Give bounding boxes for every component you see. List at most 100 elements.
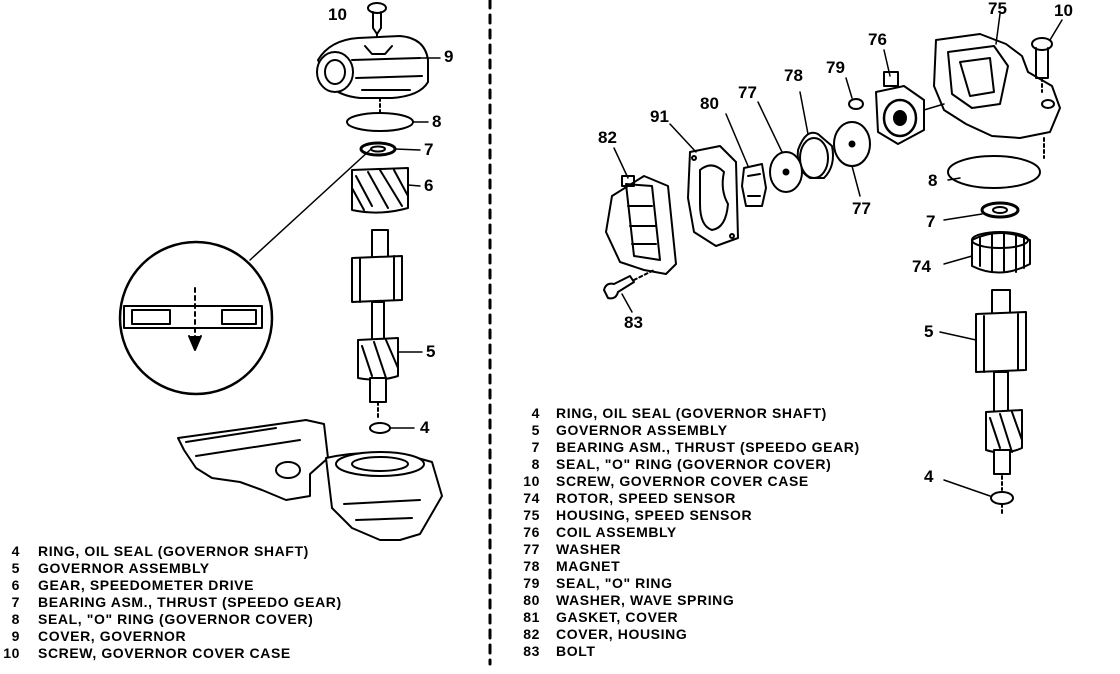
right-magnet-78 <box>796 91 834 179</box>
legend-text: MAGNET <box>556 558 621 574</box>
left-callout-9: 9 <box>444 47 454 66</box>
legend-number: 80 <box>523 592 540 608</box>
left-callout-10: 10 <box>328 5 347 24</box>
right-washer-77b <box>833 121 871 197</box>
right-housing-cover-82 <box>605 147 677 275</box>
legend-number: 10 <box>3 645 20 661</box>
right-callout-77b: 77 <box>852 199 871 218</box>
legend-row: 5 GOVERNOR ASSEMBLY <box>0 560 342 577</box>
legend-row: 10 SCREW, GOVERNOR COVER CASE <box>520 473 860 490</box>
legend-number: 9 <box>11 628 20 644</box>
left-callout-8: 8 <box>432 112 442 131</box>
right-screw-10 <box>1031 19 1063 93</box>
right-callout-7: 7 <box>926 212 936 231</box>
legend-text: ROTOR, SPEED SENSOR <box>556 490 736 506</box>
legend-row: 10 SCREW, GOVERNOR COVER CASE <box>0 645 342 662</box>
legend-number: 79 <box>523 575 540 591</box>
legend-text: SEAL, "O" RING (GOVERNOR COVER) <box>556 456 832 472</box>
legend-number: 8 <box>531 456 540 472</box>
legend-text: SCREW, GOVERNOR COVER CASE <box>38 645 291 661</box>
left-callout-4: 4 <box>420 418 430 437</box>
left-governor-assembly-5 <box>351 229 423 403</box>
legend-row: 74 ROTOR, SPEED SENSOR <box>520 490 860 507</box>
legend-number: 10 <box>523 473 540 489</box>
right-oil-seal-ring-4 <box>943 479 1014 505</box>
right-governor-assembly-5 <box>939 289 1027 475</box>
legend-row: 77 WASHER <box>520 541 860 558</box>
legend-text: GOVERNOR ASSEMBLY <box>556 422 728 438</box>
legend-number: 5 <box>11 560 20 576</box>
right-housing-75 <box>933 13 1061 139</box>
right-callout-4: 4 <box>924 467 934 486</box>
legend-number: 83 <box>523 643 540 659</box>
legend-number: 4 <box>531 405 540 421</box>
right-callout-8: 8 <box>928 171 938 190</box>
legend-number: 7 <box>531 439 540 455</box>
left-callout-5: 5 <box>426 342 436 361</box>
legend-number: 82 <box>523 626 540 642</box>
right-wave-washer-80 <box>725 113 767 207</box>
right-o-ring-79 <box>845 77 864 110</box>
legend-row: 7 BEARING ASM., THRUST (SPEEDO GEAR) <box>0 594 342 611</box>
legend-text: COVER, GOVERNOR <box>38 628 187 644</box>
right-callout-82: 82 <box>598 128 617 147</box>
right-bolt-83 <box>603 269 655 313</box>
right-callout-74: 74 <box>912 257 931 276</box>
right-callout-78: 78 <box>784 66 803 85</box>
right-callout-10: 10 <box>1054 1 1073 20</box>
right-callout-80: 80 <box>700 94 719 113</box>
legend-text: GEAR, SPEEDOMETER DRIVE <box>38 577 255 593</box>
left-transmission-case <box>177 419 443 541</box>
right-callout-83: 83 <box>624 313 643 332</box>
legend-number: 6 <box>11 577 20 593</box>
legend-text: SEAL, "O" RING (GOVERNOR COVER) <box>38 611 314 627</box>
legend-text: RING, OIL SEAL (GOVERNOR SHAFT) <box>38 543 309 559</box>
legend-row: 6 GEAR, SPEEDOMETER DRIVE <box>0 577 342 594</box>
left-oil-seal-ring-4 <box>369 422 415 434</box>
right-thrust-bearing-7 <box>943 201 1020 221</box>
left-speedo-gear-6 <box>351 167 421 214</box>
right-washer-77a <box>757 101 803 193</box>
legend-row: 78 MAGNET <box>520 558 860 575</box>
legend-text: BEARING ASM., THRUST (SPEEDO GEAR) <box>38 594 342 610</box>
legend-text: SCREW, GOVERNOR COVER CASE <box>556 473 809 489</box>
magnifier-detail <box>118 240 274 396</box>
legend-row: 76 COIL ASSEMBLY <box>520 524 860 541</box>
right-o-ring-8 <box>947 155 1041 189</box>
legend-number: 76 <box>523 524 540 540</box>
right-callout-5: 5 <box>924 322 934 341</box>
legend-text: WASHER <box>556 541 622 557</box>
legend-text: COIL ASSEMBLY <box>556 524 677 540</box>
right-callout-77a: 77 <box>738 83 757 102</box>
left-callout-7: 7 <box>424 140 434 159</box>
legend-text: HOUSING, SPEED SENSOR <box>556 507 753 523</box>
legend-number: 74 <box>523 490 540 506</box>
right-callout-79: 79 <box>826 58 845 77</box>
right-rotor-74 <box>943 231 1031 274</box>
legend-text: GOVERNOR ASSEMBLY <box>38 560 210 576</box>
left-thrust-bearing-7 <box>359 141 421 157</box>
legend-number: 5 <box>531 422 540 438</box>
legend-number: 77 <box>523 541 540 557</box>
legend-row: 9 COVER, GOVERNOR <box>0 628 342 645</box>
legend-text: RING, OIL SEAL (GOVERNOR SHAFT) <box>556 405 827 421</box>
legend-text: COVER, HOUSING <box>556 626 688 642</box>
left-callout-6: 6 <box>424 176 434 195</box>
legend-row: 8 SEAL, "O" RING (GOVERNOR COVER) <box>520 456 860 473</box>
legend-number: 7 <box>11 594 20 610</box>
right-coil-assembly-76 <box>875 49 945 145</box>
right-gasket-91 <box>669 123 739 247</box>
legend-number: 78 <box>523 558 540 574</box>
legend-row: 82 COVER, HOUSING <box>520 626 860 643</box>
right-callout-75: 75 <box>988 0 1007 18</box>
legend-row: 5 GOVERNOR ASSEMBLY <box>520 422 860 439</box>
legend-number: 81 <box>523 609 540 625</box>
left-governor-cover-9 <box>316 35 441 99</box>
